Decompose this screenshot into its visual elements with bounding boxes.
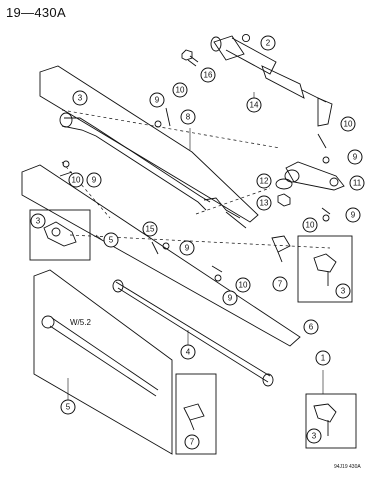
- tie-rod-52: [41, 315, 159, 397]
- svg-text:9: 9: [92, 176, 97, 185]
- svg-text:15: 15: [146, 225, 155, 234]
- figure-title: 19—430A: [6, 5, 66, 20]
- callout-13: 13: [256, 195, 272, 211]
- tie-rod-4: [112, 279, 274, 387]
- callout-10-right: 10: [340, 116, 356, 132]
- svg-text:4: 4: [186, 348, 191, 357]
- callout-9-lower: 9: [222, 290, 238, 306]
- svg-text:5: 5: [66, 403, 71, 412]
- svg-text:14: 14: [250, 101, 259, 110]
- cotter-pins: [59, 107, 331, 273]
- pitman-arm: [284, 161, 345, 191]
- figure-code: 94J19 430A: [334, 464, 361, 470]
- callout-3-top: 3: [72, 90, 88, 106]
- callout-10-center: 10: [235, 277, 251, 293]
- callout-4: 4: [180, 344, 196, 360]
- callout-3-box6: 3: [335, 283, 351, 299]
- svg-text:16: 16: [204, 71, 213, 80]
- drag-link: [59, 112, 247, 229]
- panel-center-link: [21, 164, 301, 347]
- svg-text:9: 9: [155, 96, 160, 105]
- svg-text:7: 7: [278, 280, 283, 289]
- callout-9-center: 9: [179, 240, 195, 256]
- steering-damper: [210, 35, 333, 127]
- svg-text:10: 10: [176, 86, 185, 95]
- variant-label: W/5.2: [70, 318, 91, 327]
- tie-rod-end-1: [313, 403, 337, 436]
- svg-text:9: 9: [351, 211, 356, 220]
- svg-text:9: 9: [185, 244, 190, 253]
- callout-8: 8: [180, 109, 196, 125]
- box-stud-detail: [29, 209, 91, 261]
- callout-9-top: 9: [149, 92, 165, 108]
- svg-text:3: 3: [312, 432, 317, 441]
- svg-text:13: 13: [260, 199, 269, 208]
- callout-2: 2: [260, 35, 276, 51]
- callout-10-left: 10: [68, 172, 84, 188]
- svg-text:10: 10: [344, 120, 353, 129]
- callout-5-upper: 5: [103, 232, 119, 248]
- callout-14: 14: [246, 97, 262, 113]
- svg-text:8: 8: [186, 113, 191, 122]
- svg-text:10: 10: [306, 221, 315, 230]
- callout-9-mid: 9: [345, 207, 361, 223]
- callout-10-top: 10: [172, 82, 188, 98]
- callout-6: 6: [303, 319, 319, 335]
- adjusting-sleeve-lower: [183, 403, 205, 431]
- nut-2: [241, 33, 251, 43]
- callout-15: 15: [142, 221, 158, 237]
- svg-text:3: 3: [36, 217, 41, 226]
- svg-text:3: 3: [341, 287, 346, 296]
- callout-9-left: 9: [86, 172, 102, 188]
- svg-text:11: 11: [353, 179, 362, 188]
- castle-nuts: [62, 120, 330, 282]
- box-tie-rod-end-1: [305, 393, 357, 449]
- svg-text:2: 2: [266, 39, 271, 48]
- seal-12: [275, 178, 293, 190]
- adjusting-sleeve-upper: [271, 235, 291, 263]
- bolt-16: [181, 49, 199, 67]
- callout-7-upper: 7: [272, 276, 288, 292]
- callout-3-box1: 3: [306, 428, 322, 444]
- svg-text:10: 10: [72, 176, 81, 185]
- panel-tie-rod-52: [33, 269, 173, 455]
- callout-3-box: 3: [30, 213, 46, 229]
- nut-13: [277, 193, 291, 207]
- svg-text:7: 7: [190, 438, 195, 447]
- callout-1: 1: [315, 350, 331, 366]
- callout-10-mid: 10: [302, 217, 318, 233]
- svg-text:9: 9: [353, 153, 358, 162]
- svg-text:3: 3: [78, 94, 83, 103]
- svg-text:5: 5: [109, 236, 114, 245]
- tie-rod-end-6: [313, 253, 337, 286]
- svg-text:1: 1: [321, 354, 326, 363]
- box-tie-rod-end-6: [297, 235, 353, 303]
- callout-5-lower: 5: [60, 399, 76, 415]
- tie-rod-end-upper: [43, 221, 77, 247]
- box-sleeve-detail: [175, 373, 217, 455]
- callout-7-lower: 7: [184, 434, 200, 450]
- callout-9-right: 9: [347, 149, 363, 165]
- callout-12: 12: [256, 173, 272, 189]
- callout-11: 11: [349, 175, 365, 191]
- callout-16: 16: [200, 67, 216, 83]
- panel-drag-link: [39, 65, 259, 223]
- svg-text:9: 9: [228, 294, 233, 303]
- svg-text:10: 10: [239, 281, 248, 290]
- svg-text:12: 12: [260, 177, 269, 186]
- svg-text:6: 6: [309, 323, 314, 332]
